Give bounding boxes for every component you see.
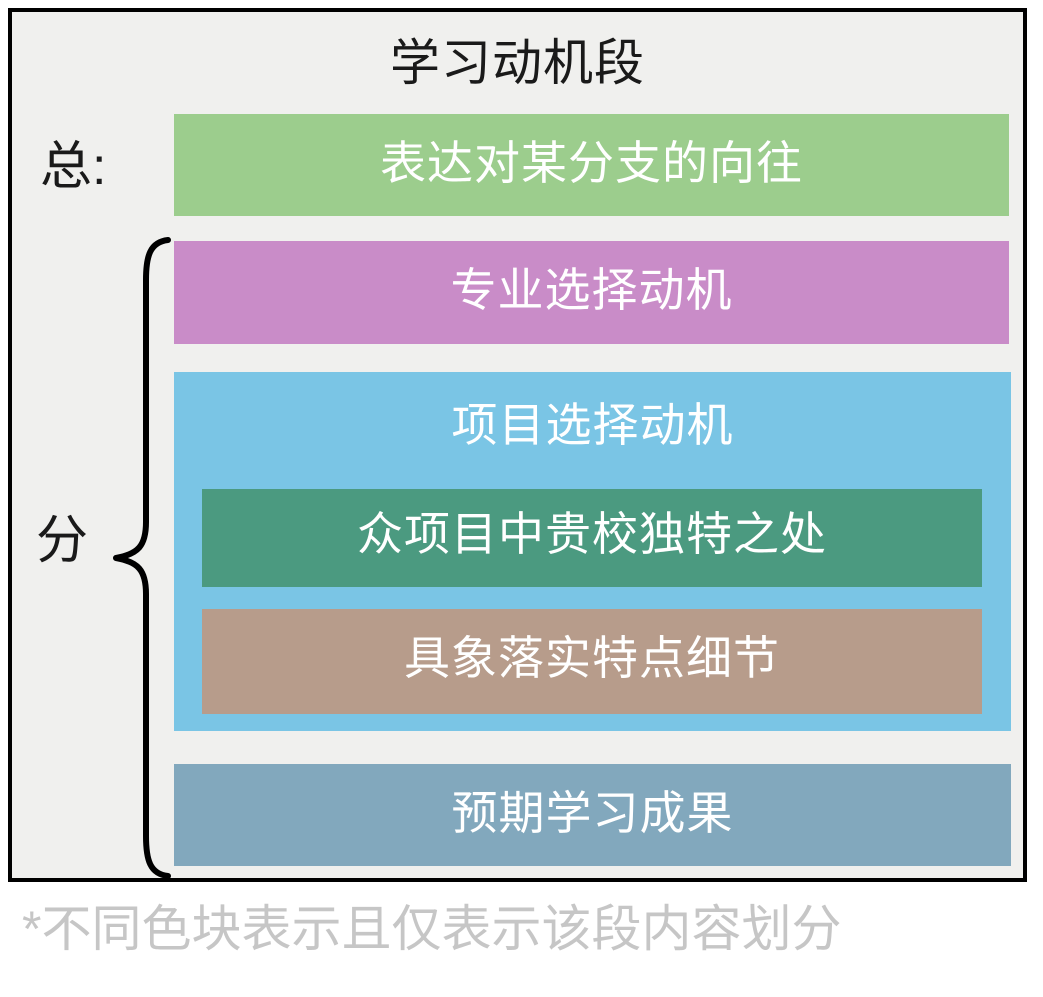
block-major-motivation[interactable]: 专业选择动机 <box>174 241 1009 344</box>
page-title: 学习动机段 <box>390 35 645 91</box>
block-concrete-details[interactable]: 具象落实特点细节 <box>202 609 982 714</box>
diagram-panel: 学习动机段 总: 分 表达对某分支的向往 专业选择动机 项目选择动机 众项目中贵… <box>8 8 1027 882</box>
footnote-text: *不同色块表示且仅表示该段内容划分 <box>22 901 842 957</box>
block-expected-outcome-label: 预期学习成果 <box>451 787 734 839</box>
label-parts: 分 <box>36 512 89 570</box>
block-overall-statement-label: 表达对某分支的向往 <box>380 137 803 189</box>
block-expected-outcome[interactable]: 预期学习成果 <box>174 764 1011 866</box>
label-overall: 总: <box>40 138 107 196</box>
block-school-uniqueness-label: 众项目中贵校独特之处 <box>357 508 827 560</box>
block-overall-statement[interactable]: 表达对某分支的向往 <box>174 114 1009 216</box>
block-program-motivation-label: 项目选择动机 <box>451 399 734 451</box>
block-concrete-details-label: 具象落实特点细节 <box>404 632 780 684</box>
curly-brace-icon <box>113 237 171 879</box>
block-major-motivation-label: 专业选择动机 <box>450 264 733 316</box>
block-school-uniqueness[interactable]: 众项目中贵校独特之处 <box>202 489 982 587</box>
